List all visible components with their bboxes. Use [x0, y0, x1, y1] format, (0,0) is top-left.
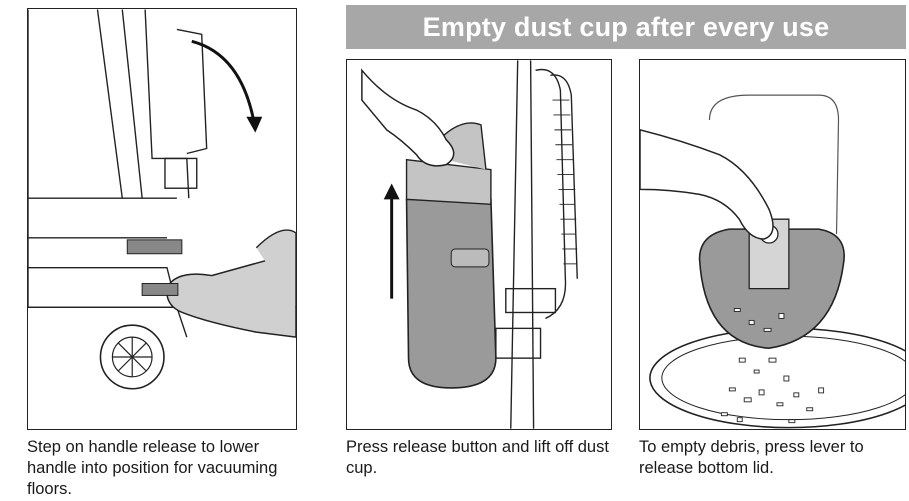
up-arrow-icon	[383, 183, 400, 200]
step-caption-handle-release: Step on handle release to lower handle i…	[27, 438, 278, 498]
debris-particles	[720, 308, 825, 424]
foot-illustration	[166, 255, 296, 338]
debris-emptying-illustration	[640, 94, 905, 429]
section-title: Empty dust cup after every use	[346, 5, 906, 49]
dust-cup	[405, 198, 497, 389]
illustration-lift-dust-cup	[346, 59, 612, 430]
dust-cup-lift-illustration	[361, 60, 578, 429]
hand-illustration	[361, 68, 455, 167]
step-caption-empty-debris: To empty debris, press lever to release …	[639, 438, 864, 477]
illustration-handle-release	[27, 8, 297, 430]
vacuum-handle-illustration	[28, 9, 296, 390]
step-caption-lift-dust-cup: Press release button and lift off dust c…	[346, 438, 609, 477]
illustration-empty-debris	[639, 59, 906, 430]
motion-arrow-icon	[191, 39, 256, 124]
handle-release-pedal	[126, 239, 183, 255]
hand-illustration	[640, 129, 774, 240]
